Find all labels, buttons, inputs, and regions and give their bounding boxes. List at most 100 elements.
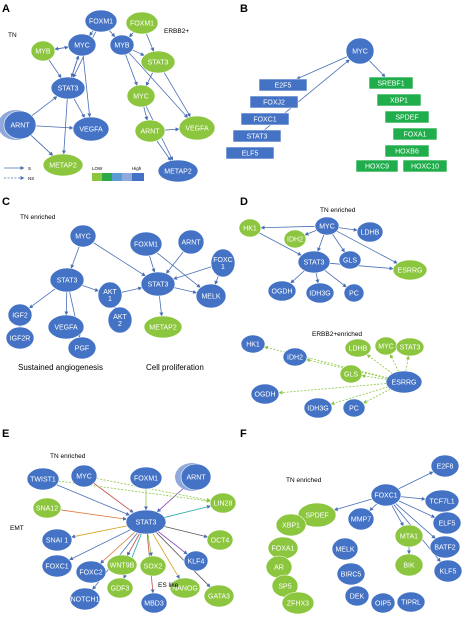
edge-e_myc-to-e_stat3 [93, 482, 134, 513]
node-shape [7, 303, 33, 327]
node-shape [281, 591, 315, 615]
node-shape [125, 509, 167, 535]
edge-b_myc-to-b_e2f5 [296, 56, 348, 80]
node-label: HOXC9 [365, 164, 389, 171]
node-shape [250, 383, 280, 405]
node-shape [180, 463, 212, 491]
node-label: SPDEF [395, 115, 418, 122]
node-label: MYC [378, 344, 394, 351]
node-label: PC [349, 406, 359, 413]
node-shape [267, 280, 297, 302]
node-d-gls1: GLS [338, 250, 362, 270]
node-shape [376, 93, 422, 107]
node-label: WNT9B [110, 563, 135, 570]
node-shape [69, 587, 101, 611]
node-shape [203, 584, 235, 608]
node-label: E2F5 [275, 83, 292, 90]
edge-f_foxc1-to-f_batf2 [395, 503, 436, 539]
node-label: PC [349, 291, 359, 298]
node-shape [30, 40, 56, 62]
edge-c_stat3b-to-c_melk [174, 287, 197, 294]
node-shape [69, 224, 97, 248]
node-label: VEGFA [79, 127, 103, 134]
edge-c_stat3a-to-c_akt1 [82, 284, 99, 292]
node-e-gata3: GATA3 [203, 584, 235, 608]
node-label: MYC [133, 94, 149, 101]
node-shape [140, 271, 176, 297]
node-shape [232, 129, 282, 143]
edge-d_stat3-to-d_ogdh1 [290, 270, 305, 284]
node-shape [275, 513, 307, 537]
node-b-hoxc10: HOXC10 [402, 159, 448, 173]
edge-a_myc2-to-a_arnt2 [143, 106, 149, 121]
node-d-idh3g2: IDH3G [303, 397, 333, 419]
node-label: SPDEF [305, 513, 328, 520]
node-label: BIRC5 [341, 572, 362, 579]
node-shape [178, 115, 216, 141]
node-label: METAP2 [164, 169, 192, 176]
node-c-melk: MELK [195, 283, 227, 309]
node-shape [210, 248, 236, 278]
node-c-pgf: PGF [67, 336, 97, 360]
node-shape [84, 9, 118, 33]
edge-a_arnt1-to-a_stat3a [31, 96, 58, 117]
node-shape [342, 398, 366, 418]
node-label: NOTCH1 [71, 597, 100, 604]
node-label: LDHB [349, 346, 368, 353]
edge-a_myc1-to-a_myb1 [54, 46, 69, 51]
node-label: FOXC1 [374, 493, 397, 500]
panel-label-c: C [2, 196, 10, 208]
node-shape [370, 483, 402, 507]
edge-f_foxc1-to-f_e2f8 [398, 471, 434, 490]
node-b-xbp1: XBP1 [376, 93, 422, 107]
node-e-mbd3: MBD3 [140, 592, 168, 614]
edge-a_arnt1-to-a_vegfa1 [35, 125, 74, 130]
node-label: STAT3 [304, 260, 325, 267]
node-b-elf5: ELF5 [225, 146, 275, 160]
edge-e_twist1-to-e_stat3 [56, 484, 130, 516]
node-d-hk1b: HK1 [240, 334, 266, 354]
node-b-foxc1: FOXC1 [240, 112, 290, 126]
edge-e_stat3-to-e_gata3 [155, 532, 211, 588]
node-shape [126, 84, 156, 108]
annotation-emt: EMT [10, 525, 24, 532]
node-b-hoxb6: HOXB6 [384, 144, 430, 158]
node-shape [240, 334, 266, 354]
node-shape [42, 153, 84, 177]
node-shape [50, 76, 86, 100]
node-e-stat3: STAT3 [125, 509, 167, 535]
node-label: GLS [344, 372, 358, 379]
node-label: FOXM1 [89, 19, 113, 26]
node-c-stat3b: STAT3 [140, 271, 176, 297]
node-label: GDF3 [111, 586, 130, 593]
edge-d_esrrg2-to-d_pc2 [362, 388, 391, 404]
node-shape [70, 464, 98, 488]
node-c-arnt: ARNT [177, 229, 205, 255]
node-label: XBP1 [282, 523, 300, 530]
node-label: MYC [74, 43, 90, 50]
edge-d_stat3-to-d_esrrg1 [329, 262, 394, 271]
edge-d_myca-to-d_ldhba [338, 227, 358, 232]
node-shape [240, 112, 290, 126]
edge-c_stat3a-to-c_igf2 [28, 288, 56, 309]
node-f-e2f8: E2F8 [430, 454, 460, 478]
node-label: MBD3 [144, 601, 164, 608]
edge-d_esrrg2-to-d_idh3g2 [330, 386, 388, 405]
annotation-tn-enriched-d: TN enriched [320, 207, 356, 214]
edge-a_myb2-to-a_vegfa2 [128, 52, 189, 119]
node-shape [429, 535, 461, 559]
node-label: FOXA1 [272, 546, 295, 553]
annotation-es-like: ES like [158, 582, 179, 589]
node-a-foxm1a: FOXM1 [84, 9, 118, 33]
node-shape [225, 146, 275, 160]
node-label: ELF5 [242, 151, 259, 158]
node-label: MYC [352, 49, 368, 56]
edge-f_foxc1-to-f_mta1 [391, 504, 404, 527]
edge-c_foxm1-to-c_melk [156, 252, 201, 288]
node-label: IDH2 [287, 355, 303, 362]
node-f-tcf7l1: TCF7L1 [424, 489, 460, 513]
node-shape [106, 554, 138, 576]
node-d-gls2: GLS [339, 364, 363, 384]
node-shape [26, 467, 60, 491]
edge-e_stat3-to-e_foxc1 [69, 529, 131, 561]
